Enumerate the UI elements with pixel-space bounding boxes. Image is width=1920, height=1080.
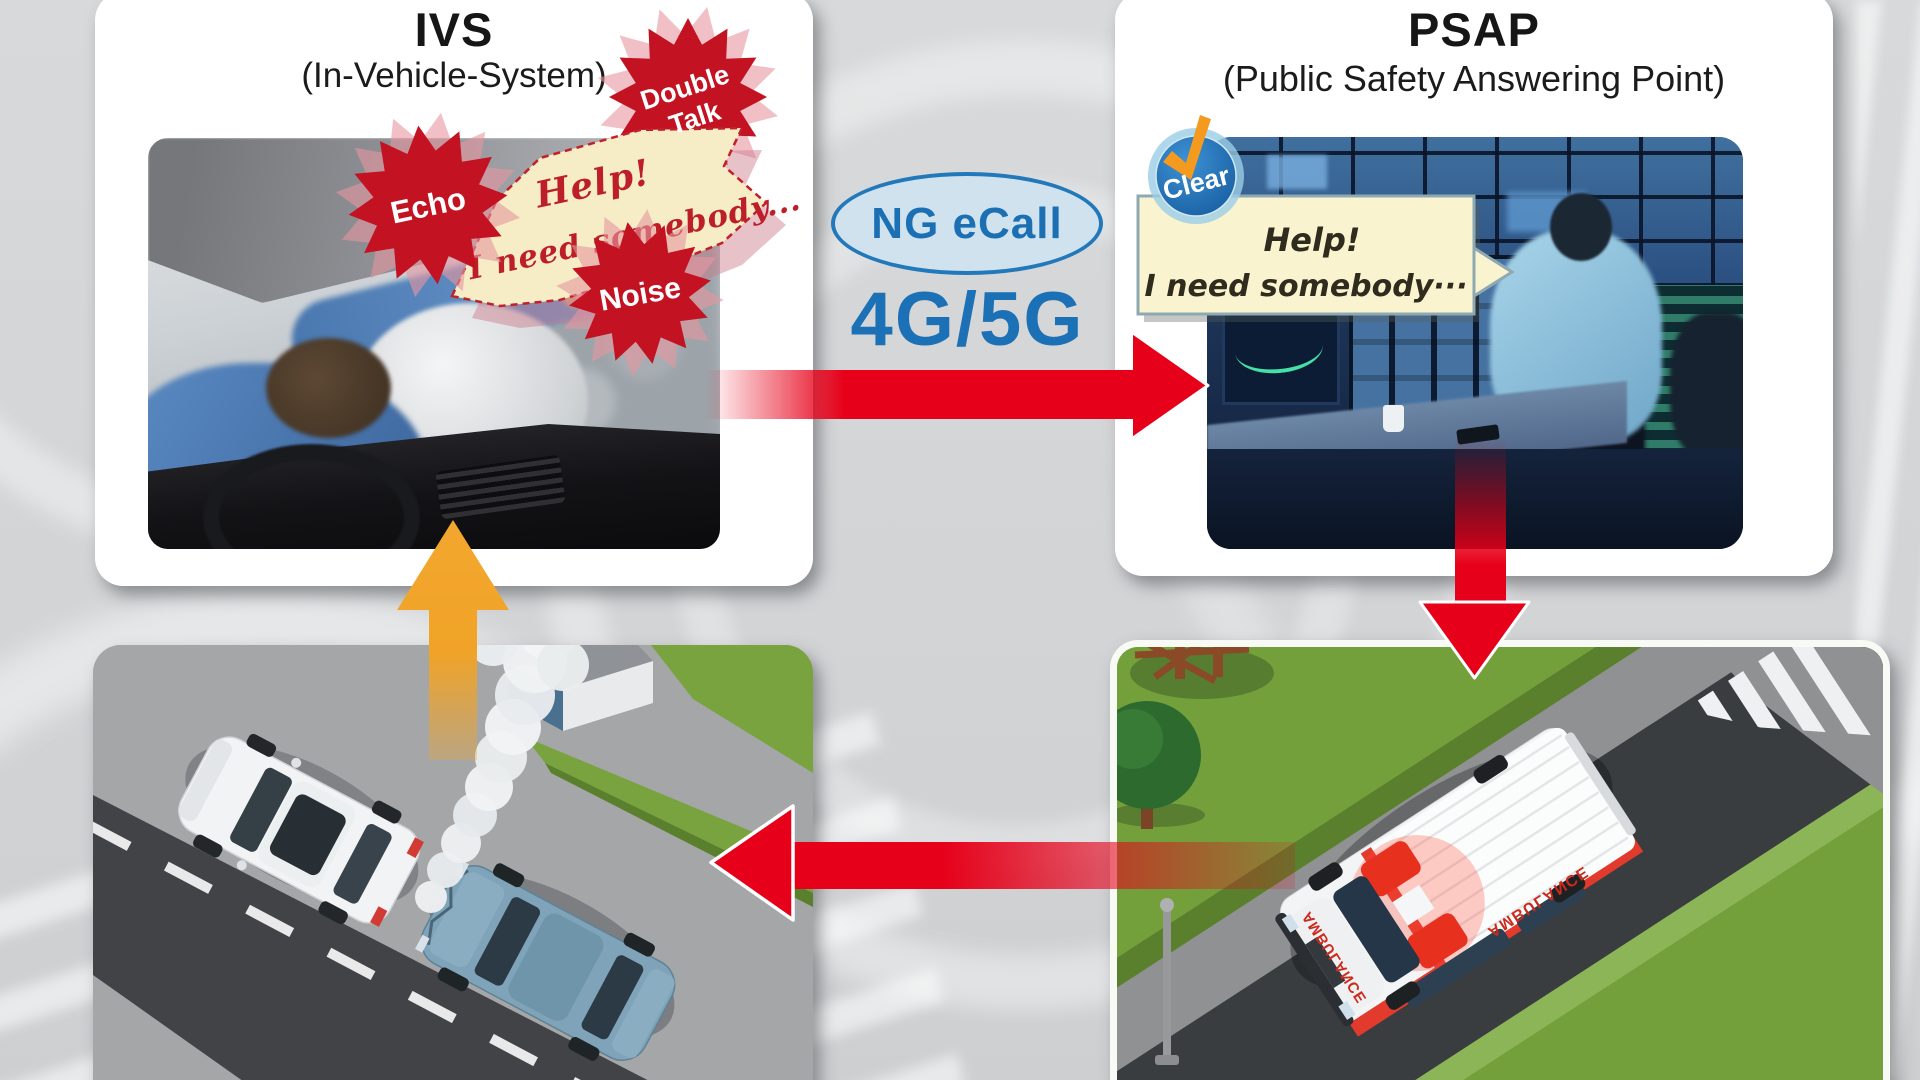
ivs-title: IVS [414,3,494,56]
cab-side-window [1402,928,1511,1008]
second-operator [1670,312,1743,462]
desk-front [1207,449,1743,549]
roof-ribs [1376,734,1629,959]
ambulance: AMBULANCE AMBULANCE [1275,727,1644,1037]
ivs-crash-photo [148,138,720,549]
ng-ecall-badge: NG eCall [831,172,1103,275]
box-roof [1371,727,1635,967]
picnic-table [1130,647,1274,699]
monitor-graph [1232,320,1326,378]
operator-head [1550,193,1612,261]
psap-title: PSAP [1408,3,1540,56]
monitor-left [1222,277,1340,405]
windshield [1333,876,1420,983]
hood [1288,897,1385,1013]
tree [1117,701,1205,829]
ivs-subtitle: (In-Vehicle-System) [301,56,607,95]
driver-head [266,338,391,438]
curb-strip [1117,647,1883,1080]
grille [1305,936,1346,989]
front-bumper [1275,912,1354,1027]
lamp-post [1155,898,1179,1065]
ambulance-scene: AMBULANCE AMBULANCE [1117,647,1883,1080]
ambulance-scene-panel: AMBULANCE AMBULANCE [1110,640,1890,1080]
psap-control-room-photo [1207,137,1743,549]
coffee-cup [1383,405,1404,432]
psap-subtitle: (Public Safety Answering Point) [1222,58,1726,99]
crash-scene-panel [93,645,813,1080]
grass-bevel [1117,647,1883,1080]
network-label: 4G/5G [850,277,1085,362]
crash-scene [93,645,813,1080]
lightbar [1407,913,1468,969]
lightbar [1360,841,1421,897]
video-wall-screen [1267,155,1327,189]
